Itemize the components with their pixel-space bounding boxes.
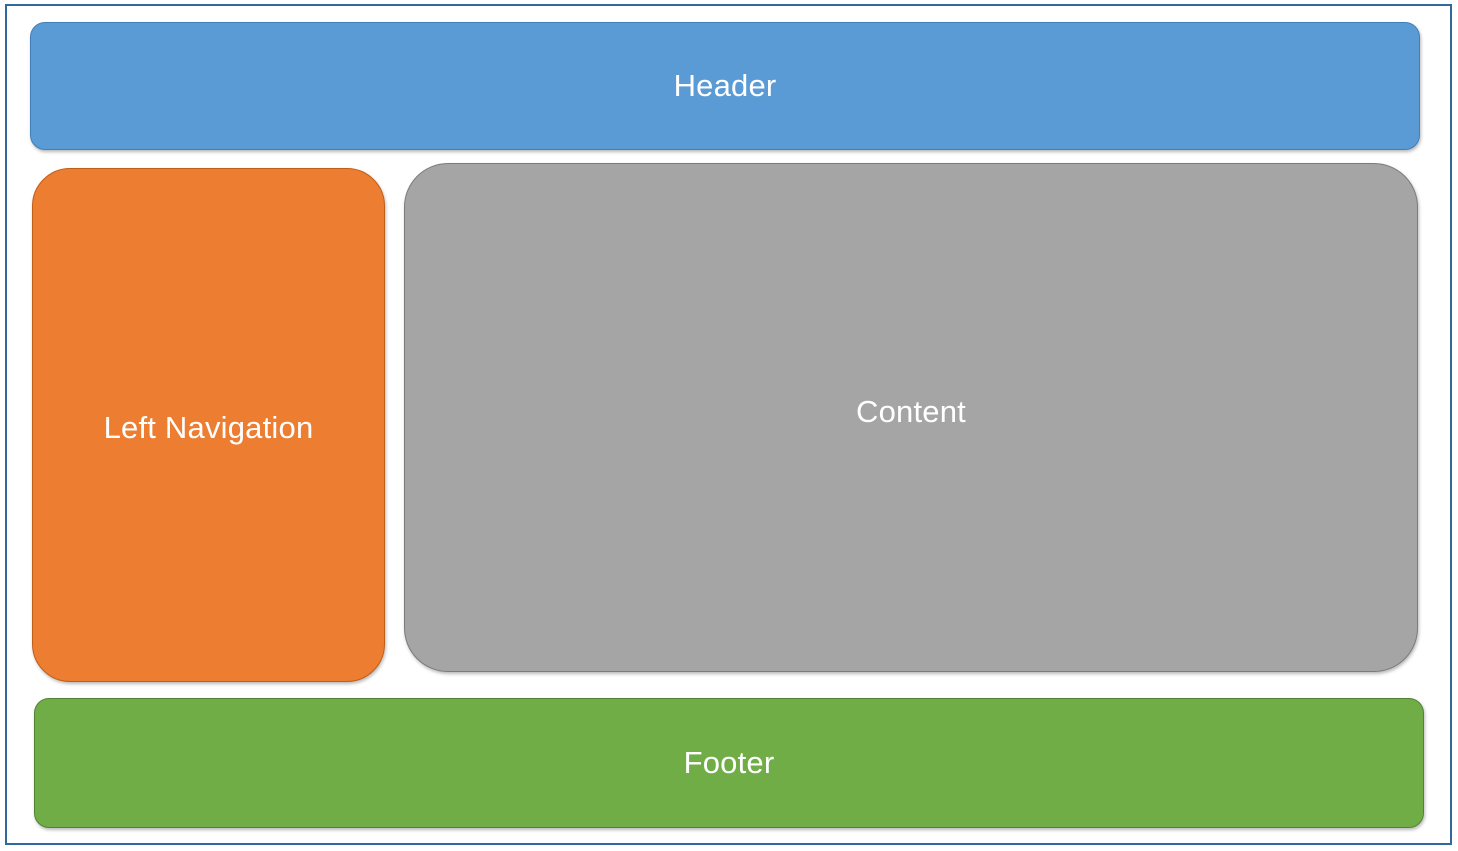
header-block[interactable]: Header bbox=[30, 22, 1420, 150]
left-navigation-block[interactable]: Left Navigation bbox=[32, 168, 385, 682]
content-block[interactable]: Content bbox=[404, 163, 1418, 672]
left-navigation-block-label: Left Navigation bbox=[103, 410, 314, 446]
footer-block[interactable]: Footer bbox=[34, 698, 1424, 828]
footer-block-label: Footer bbox=[683, 745, 775, 781]
content-block-label: Content bbox=[856, 393, 966, 429]
header-block-label: Header bbox=[673, 68, 777, 104]
